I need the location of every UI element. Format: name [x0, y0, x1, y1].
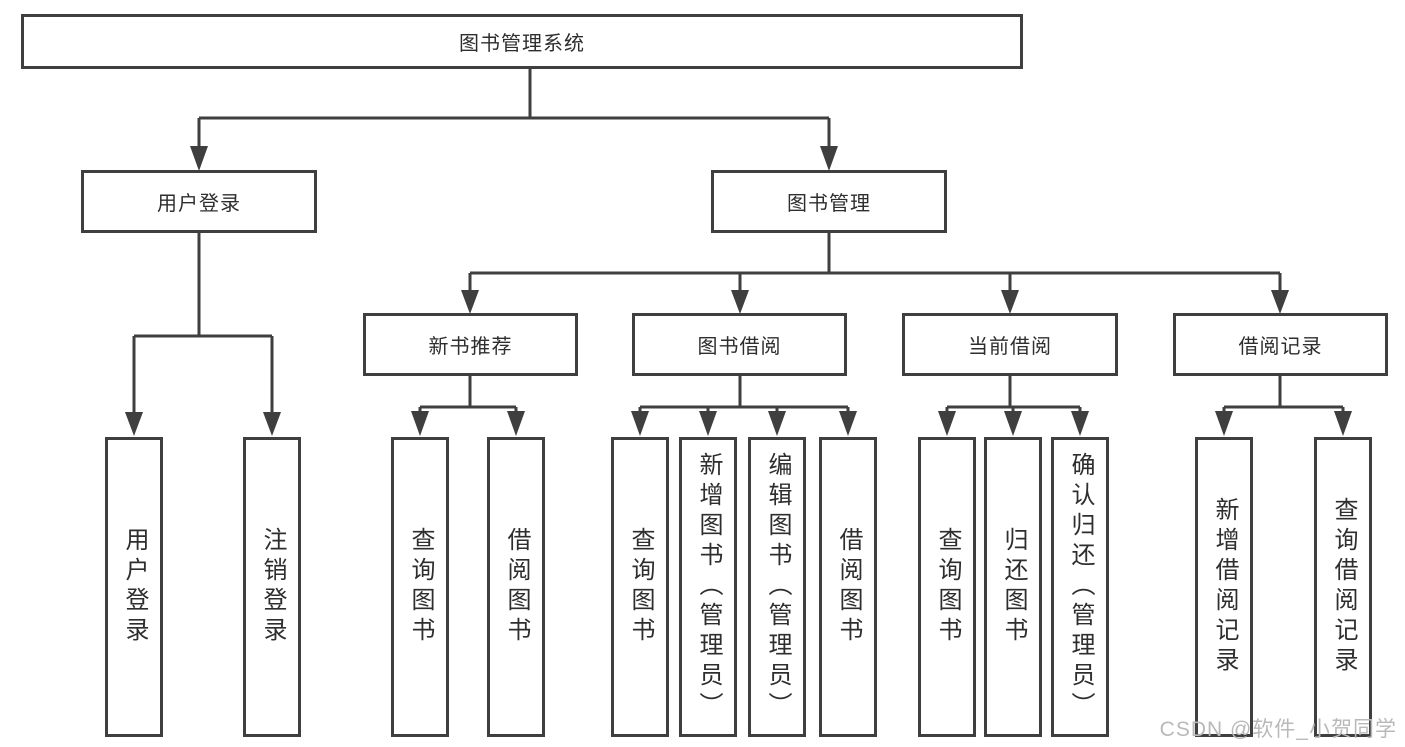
node-book-management: 图书管理: [711, 170, 947, 233]
arrowhead: [1004, 411, 1022, 436]
leaf-logout: 注销登录: [243, 437, 301, 737]
node-borrow-records: 借阅记录: [1173, 313, 1388, 376]
arrowhead: [263, 412, 281, 436]
leaf-label: 新增借阅记录: [1211, 497, 1238, 677]
leaf-add-borrow-record: 新增借阅记录: [1195, 437, 1253, 737]
connector-userlogin-to-leaves: [132, 233, 274, 414]
node-user-login: 用户登录: [81, 170, 317, 233]
connector-root-to-level2: [197, 69, 831, 148]
leaf-label: 编辑图书（管理员）: [764, 452, 791, 722]
leaf-edit-book-admin: 编辑图书（管理员）: [748, 437, 806, 737]
leaf-label: 借阅图书: [835, 527, 862, 647]
leaf-query-books-current: 查询图书: [918, 437, 976, 737]
leaf-user-login-label: 用户登录: [121, 527, 148, 647]
leaf-logout-label: 注销登录: [259, 527, 286, 647]
arrowhead: [1001, 290, 1019, 314]
node-root-label: 图书管理系统: [459, 33, 585, 55]
arrowhead: [461, 290, 479, 314]
arrowhead: [411, 411, 429, 436]
leaf-query-books-recommend: 查询图书: [391, 437, 449, 737]
arrowhead: [938, 411, 956, 436]
leaf-label: 借阅图书: [503, 527, 530, 647]
arrowhead: [731, 290, 749, 314]
arrowhead: [1334, 411, 1352, 436]
arrowhead: [1271, 290, 1289, 314]
leaf-label: 查询图书: [934, 527, 961, 647]
node-user-login-label: 用户登录: [157, 193, 241, 215]
node-book-borrow: 图书借阅: [632, 313, 847, 376]
arrowhead: [507, 411, 525, 436]
csdn-watermark: CSDN @软件_小贺同学: [1159, 718, 1397, 741]
node-borrow-records-label: 借阅记录: [1238, 336, 1323, 358]
leaf-borrow-books-recommend: 借阅图书: [487, 437, 545, 737]
leaf-confirm-return-admin: 确认归还（管理员）: [1051, 437, 1109, 737]
arrowhead: [839, 411, 857, 436]
node-book-management-label: 图书管理: [787, 193, 871, 215]
connector-bookmgmt-to-level3: [468, 233, 1282, 292]
leaf-label: 新增图书（管理员）: [695, 452, 722, 722]
leaf-label: 归还图书: [1000, 527, 1027, 647]
arrowhead: [768, 411, 786, 436]
arrowhead: [820, 146, 838, 171]
node-new-book-recommend-label: 新书推荐: [428, 336, 513, 358]
leaf-label: 查询图书: [407, 527, 434, 647]
leaf-return-book: 归还图书: [984, 437, 1042, 737]
arrowhead: [1071, 411, 1089, 436]
connector-currentborrow-to-leaves: [945, 376, 1082, 413]
node-current-borrow-label: 当前借阅: [968, 336, 1052, 358]
leaf-add-book-admin: 新增图书（管理员）: [679, 437, 737, 737]
connector-borrowrecords-to-leaves: [1222, 376, 1345, 413]
arrowhead: [1215, 411, 1233, 436]
node-root: 图书管理系统: [21, 14, 1023, 69]
arrowhead: [631, 411, 649, 436]
node-current-borrow: 当前借阅: [902, 313, 1118, 376]
arrowhead: [125, 412, 143, 436]
leaf-label: 查询图书: [627, 527, 654, 647]
arrowhead: [699, 411, 717, 436]
leaf-borrow-books: 借阅图书: [819, 437, 877, 737]
connector-bookborrow-to-leaves: [638, 376, 850, 413]
leaf-label: 查询借阅记录: [1330, 497, 1357, 677]
leaf-label: 确认归还（管理员）: [1067, 452, 1094, 722]
leaf-query-books-borrow: 查询图书: [611, 437, 669, 737]
node-book-borrow-label: 图书借阅: [697, 336, 782, 358]
leaf-user-login: 用户登录: [105, 437, 163, 737]
connector-newbook-to-leaves: [418, 376, 518, 413]
node-new-book-recommend: 新书推荐: [363, 313, 578, 376]
leaf-query-borrow-record: 查询借阅记录: [1314, 437, 1372, 737]
arrowhead: [190, 146, 208, 171]
